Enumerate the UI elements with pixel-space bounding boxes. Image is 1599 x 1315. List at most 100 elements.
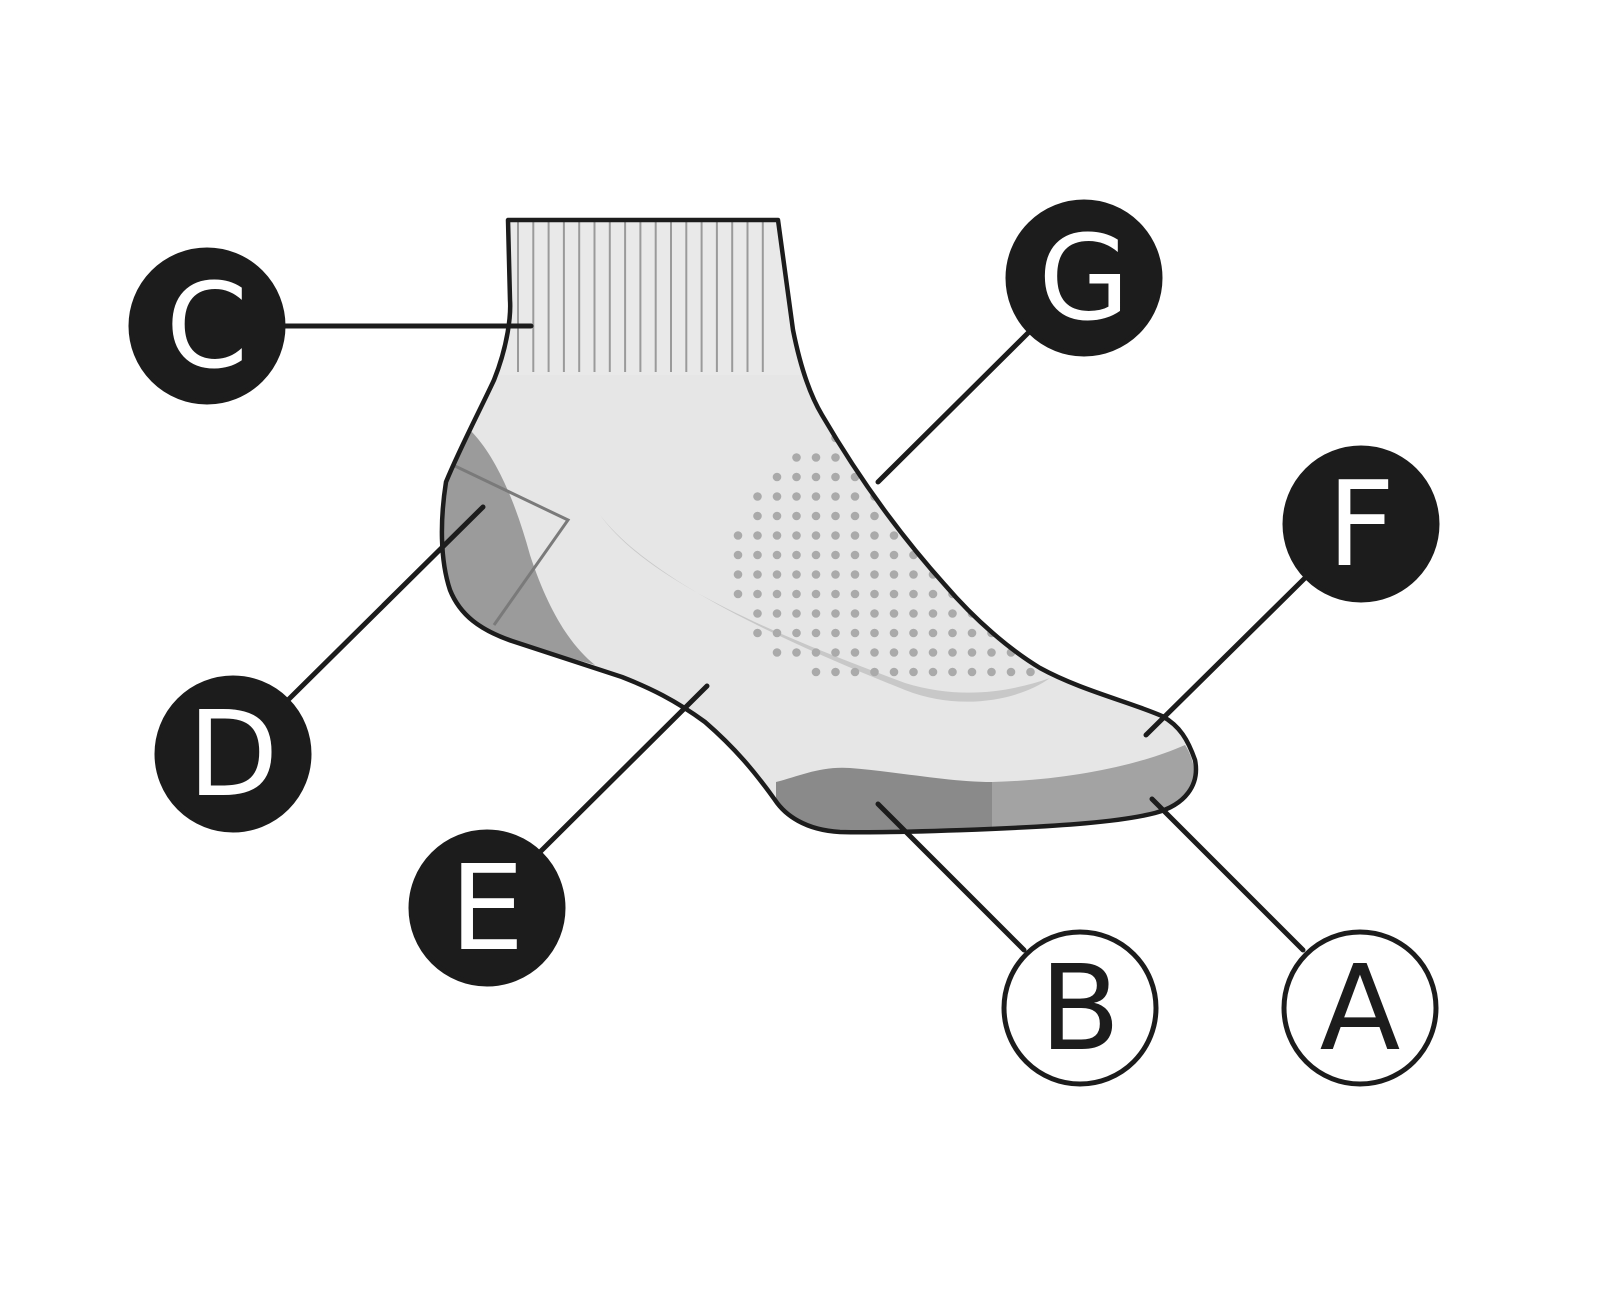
ventilation-dot	[850, 550, 860, 560]
ventilation-dot	[889, 648, 899, 657]
ventilation-dot	[870, 550, 879, 560]
ventilation-dot	[909, 648, 918, 657]
ventilation-dot	[948, 472, 957, 482]
ventilation-dot	[987, 667, 996, 677]
ventilation-dot	[928, 550, 938, 560]
ventilation-dot	[987, 531, 996, 540]
ventilation-dot	[948, 570, 957, 579]
ventilation-dot	[772, 511, 782, 521]
ventilation-dot	[967, 570, 977, 579]
ventilation-dot	[1026, 628, 1035, 638]
ventilation-dot	[889, 609, 899, 618]
ventilation-dot	[889, 531, 899, 540]
ventilation-dot	[909, 492, 918, 501]
ventilation-dot	[909, 609, 918, 618]
ventilation-dot	[811, 531, 821, 540]
ventilation-dot	[772, 628, 782, 638]
ventilation-dot	[831, 453, 840, 462]
ventilation-dot	[987, 472, 996, 482]
leader-lines	[279, 323, 1309, 953]
ventilation-dot	[967, 511, 977, 521]
ventilation-dot	[850, 570, 860, 579]
ventilation-dot	[753, 550, 762, 560]
ventilation-dot	[831, 570, 840, 579]
callout-label: E	[450, 839, 525, 977]
ventilation-dot	[948, 492, 957, 501]
ventilation-dot	[889, 550, 899, 560]
ventilation-dot	[967, 589, 977, 599]
ventilation-dot	[987, 492, 996, 501]
leader-line-D	[285, 504, 486, 703]
ventilation-dot	[850, 492, 860, 501]
ventilation-dot	[948, 550, 957, 560]
ventilation-dot	[850, 433, 860, 443]
callout-C: C	[128, 247, 286, 405]
callout-badge	[1282, 445, 1440, 603]
leader-line-G	[875, 329, 1032, 485]
ventilation-dot	[870, 511, 879, 521]
ventilation-dot	[1006, 531, 1016, 540]
ventilation-dot	[772, 609, 782, 618]
ventilation-dot	[987, 589, 996, 599]
ventilation-dot	[792, 589, 801, 599]
ventilation-dot	[967, 492, 977, 501]
ventilation-dot	[967, 472, 977, 482]
ventilation-dot	[753, 609, 762, 618]
ventilation-dot	[928, 453, 938, 462]
ventilation-dot	[987, 648, 996, 657]
ventilation-dot	[1006, 589, 1016, 599]
sock	[439, 217, 1199, 835]
ventilation-dot	[1006, 628, 1016, 638]
ventilation-dot	[792, 570, 801, 579]
ventilation-dot	[909, 511, 918, 521]
heel-cushion	[441, 430, 595, 665]
ventilation-dot	[909, 667, 918, 677]
ventilation-dot	[928, 472, 938, 482]
ventilation-dot	[792, 550, 801, 560]
ventilation-dot	[928, 589, 938, 599]
ventilation-dot	[889, 667, 899, 677]
ventilation-dot	[850, 589, 860, 599]
ventilation-dot	[811, 648, 821, 657]
ventilation-dot	[792, 648, 801, 657]
leader-line-E	[537, 683, 710, 855]
ventilation-dot	[1026, 667, 1035, 677]
ventilation-dot	[1026, 609, 1035, 618]
ventilation-dot	[987, 550, 996, 560]
ventilation-dot	[1026, 648, 1035, 657]
ventilation-dot	[772, 589, 782, 599]
ventilation-dot	[831, 472, 840, 482]
ventilation-dot	[831, 492, 840, 501]
ventilation-dot	[889, 492, 899, 501]
ventilation-dot	[948, 531, 957, 540]
heel-gusset-lines	[454, 464, 571, 626]
ventilation-dot	[792, 511, 801, 521]
ventilation-dot	[909, 589, 918, 599]
callout-badge	[408, 829, 566, 987]
ventilation-dot	[870, 667, 879, 677]
ventilation-dot	[850, 648, 860, 657]
ventilation-dot	[928, 511, 938, 521]
ventilation-dot	[811, 589, 821, 599]
callout-badge	[1005, 199, 1163, 357]
ventilation-dot	[889, 628, 899, 638]
sock-outline	[439, 217, 1199, 835]
ventilation-dot	[733, 589, 743, 599]
ventilation-dot	[1006, 609, 1016, 618]
ventilation-dot	[811, 492, 821, 501]
ventilation-dot	[870, 648, 879, 657]
ventilation-dot	[772, 531, 782, 540]
ventilation-dot	[733, 570, 743, 579]
callout-D: D	[154, 675, 312, 833]
ventilation-dot	[831, 648, 840, 657]
ventilation-dot	[831, 628, 840, 638]
callout-label: A	[1320, 939, 1401, 1077]
ventilation-dot	[850, 609, 860, 618]
cuff-ribs	[517, 222, 764, 372]
ventilation-dot	[850, 511, 860, 521]
callout-A: A	[1281, 929, 1439, 1087]
sole-cushion	[776, 767, 992, 832]
ventilation-dot	[928, 531, 938, 540]
ventilation-dot	[733, 550, 743, 560]
